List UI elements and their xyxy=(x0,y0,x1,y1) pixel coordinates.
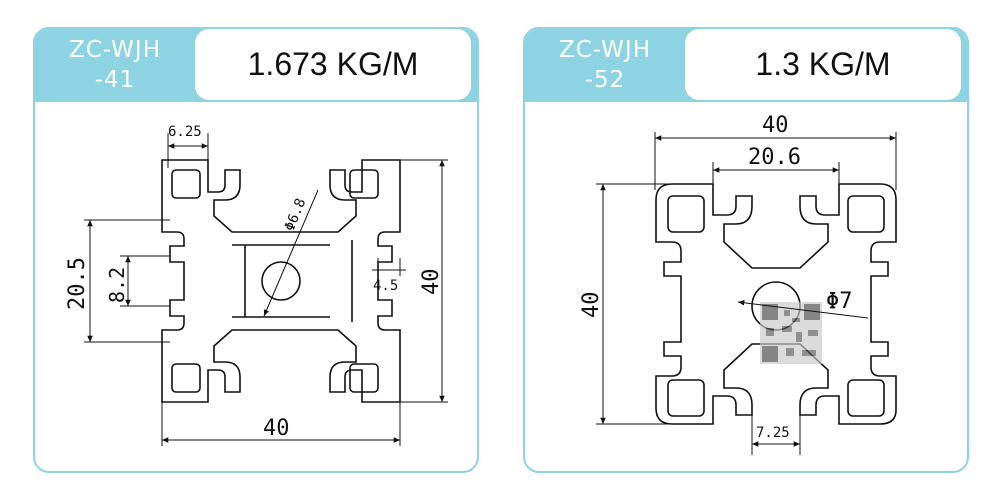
center-hole xyxy=(261,261,301,301)
dim-width: 40 xyxy=(762,113,789,138)
profile-outline xyxy=(655,183,897,425)
dim-inner-height: 20.5 xyxy=(65,257,90,310)
corner-cavity-tl xyxy=(667,195,705,233)
dim-hole-diameter: Φ6.8 xyxy=(282,196,309,233)
dim-slot-width: 6.25 xyxy=(168,124,202,140)
dim-width: 40 xyxy=(263,416,290,441)
corner-cavity-tr xyxy=(349,169,379,199)
dimension-labels-52: 40 20.6 40 Φ7 7.25 xyxy=(579,113,853,441)
dim-slot-width: 7.25 xyxy=(756,425,790,441)
dimensions-41 xyxy=(84,133,448,446)
dim-height: 40 xyxy=(419,269,444,296)
model-code-line2: -52 xyxy=(584,67,626,93)
weight-label: 1.673 KG/M xyxy=(195,29,471,100)
profile-drawing-52 xyxy=(655,183,897,425)
corner-cavity-br xyxy=(847,379,885,417)
dimension-labels-41: 6.25 40 40 20.5 8.2 4.5 Φ6.8 xyxy=(65,124,444,441)
corner-cavity-bl xyxy=(171,363,201,393)
profile-card-zc-wjh-52: ZC-WJH -52 1.3 KG/M xyxy=(523,27,969,473)
corner-cavity-tl xyxy=(171,169,201,199)
model-code-line1: ZC-WJH xyxy=(68,37,161,63)
model-code-line2: -41 xyxy=(94,67,136,93)
model-code-line1: ZC-WJH xyxy=(558,37,651,63)
center-web xyxy=(232,240,353,322)
model-code: ZC-WJH -41 xyxy=(35,29,195,102)
model-code: ZC-WJH -52 xyxy=(525,29,685,102)
dim-height: 40 xyxy=(579,292,604,319)
card-header: ZC-WJH -52 1.3 KG/M xyxy=(525,29,967,102)
profile-outline xyxy=(161,159,401,403)
corner-cavity-br xyxy=(349,363,379,393)
corner-cavity-tr xyxy=(847,195,885,233)
card-header: ZC-WJH -41 1.673 KG/M xyxy=(35,29,477,102)
profile-card-zc-wjh-41: ZC-WJH -41 1.673 KG/M xyxy=(33,27,479,473)
weight-label: 1.3 KG/M xyxy=(685,29,961,100)
profile-drawing-41 xyxy=(161,159,401,403)
dimensions-52 xyxy=(596,132,897,455)
corner-cavity-bl xyxy=(667,379,705,417)
qr-watermark xyxy=(760,302,822,364)
dim-slot-height: 8.2 xyxy=(105,267,129,303)
dim-slot-depth: 4.5 xyxy=(373,278,398,294)
dim-hole-diameter: Φ7 xyxy=(826,289,853,314)
dim-inner-width: 20.6 xyxy=(748,145,801,170)
